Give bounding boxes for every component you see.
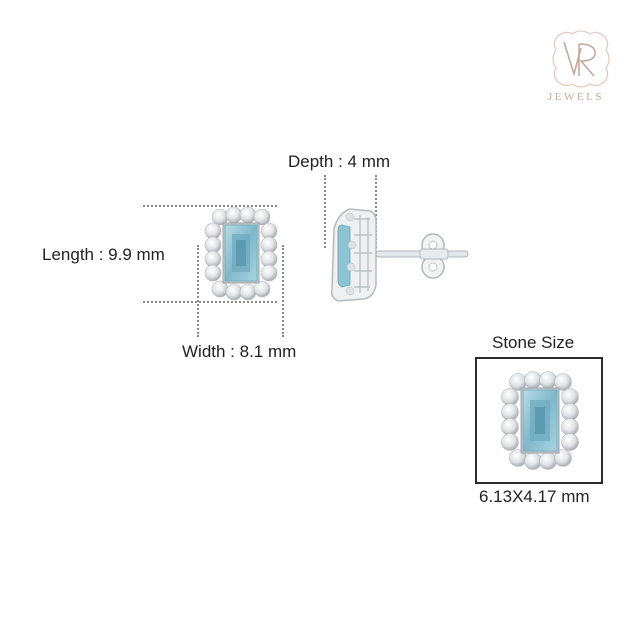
brand-name: JEWELS (548, 91, 604, 103)
width-guide-right (282, 245, 284, 337)
stone-size-box (475, 357, 603, 484)
vr-monogram-icon (552, 30, 610, 88)
depth-guide-left (324, 175, 326, 248)
length-guide-top (143, 205, 277, 207)
earring-front-view (203, 206, 279, 301)
length-label: Length : 9.9 mm (42, 245, 165, 264)
width-label: Width : 8.1 mm (182, 342, 297, 361)
depth-label: Depth : 4 mm (288, 152, 391, 171)
stone-size-value: 6.13X4.17 mm (479, 487, 590, 506)
length-guide-bottom (143, 301, 277, 303)
earring-side-icon (330, 208, 469, 302)
brand-logo: JEWELS (546, 28, 616, 108)
width-guide-left (197, 245, 199, 337)
earring-side-view (320, 205, 472, 303)
stone-closeup-icon (501, 371, 579, 470)
stone-size-title: Stone Size (492, 333, 575, 352)
earring-front-icon (204, 206, 278, 301)
depth-guide-right (375, 175, 377, 248)
